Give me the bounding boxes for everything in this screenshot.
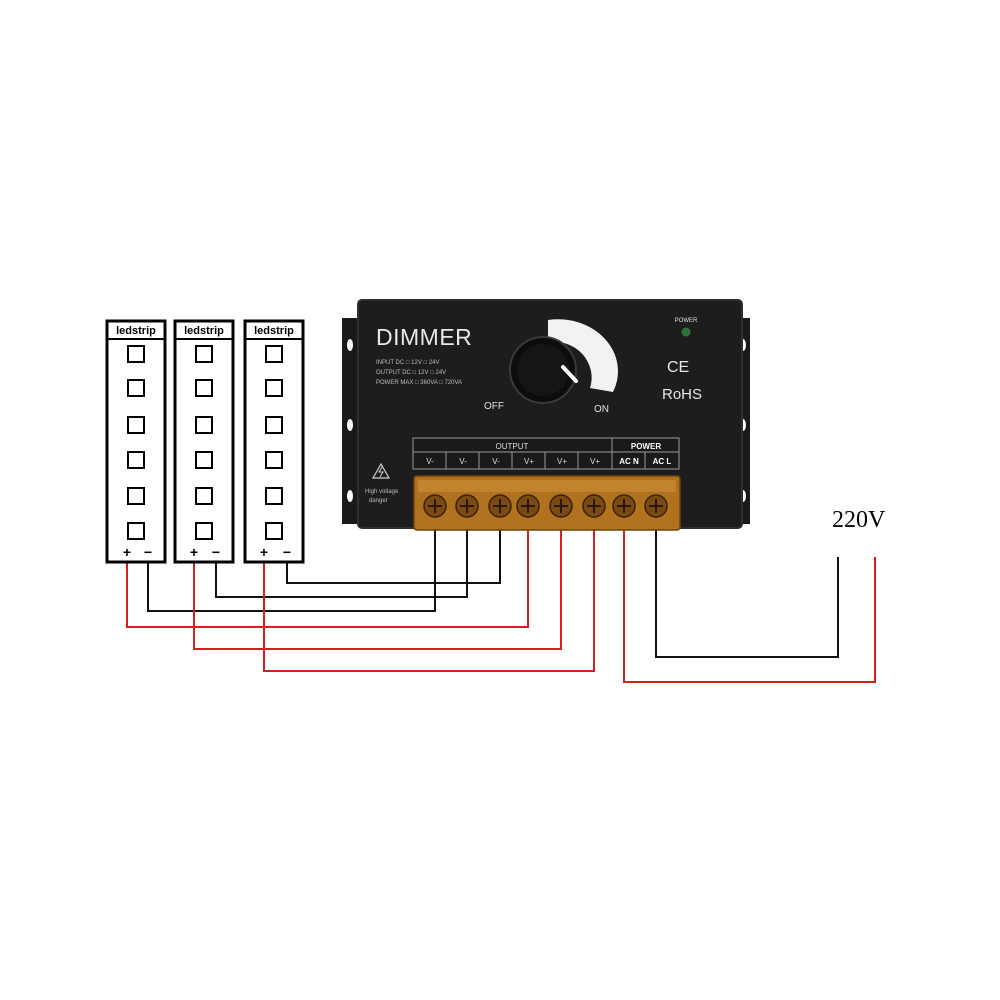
- minus-label: −: [212, 544, 220, 560]
- terminal-label-1: V-: [426, 457, 434, 466]
- output-header: OUTPUT: [496, 442, 529, 451]
- led-chips: [127, 345, 145, 540]
- knob-on-label: ON: [594, 404, 609, 415]
- ce-mark: CE: [667, 359, 689, 376]
- terminal-label-6: V+: [590, 457, 600, 466]
- warning-text-2: danger: [369, 498, 388, 504]
- dimmer-body: [358, 300, 742, 528]
- spec-power: POWER MAX □ 360VA □ 720VA: [376, 380, 462, 386]
- rohs-mark: RoHS: [662, 386, 702, 403]
- led-chips: [265, 345, 283, 540]
- negative-wire-strip-1: [147, 530, 436, 612]
- ac-neutral-wire: [655, 530, 839, 658]
- plus-label: +: [123, 544, 131, 560]
- terminal-label-8: AC L: [653, 457, 672, 466]
- power-led: [681, 327, 691, 337]
- led-chips: [195, 345, 213, 540]
- minus-label: −: [144, 544, 152, 560]
- positive-wire-strip-2: [193, 530, 562, 650]
- terminal-screws: [423, 494, 668, 518]
- led-strip-label: ledstrip: [254, 325, 294, 337]
- knob-pointer: [561, 365, 578, 383]
- plus-label: +: [190, 544, 198, 560]
- terminal-label-3: V-: [492, 457, 500, 466]
- minus-label: −: [283, 544, 291, 560]
- led-strip-label: ledstrip: [116, 325, 156, 337]
- spec-input: INPUT DC □ 12V □ 24V: [376, 360, 440, 366]
- positive-wire-strip-1: [126, 530, 529, 628]
- power-led-label: POWER: [675, 318, 698, 324]
- knob-off-label: OFF: [484, 401, 504, 412]
- led-strip-3: ledstrip + −: [243, 319, 305, 564]
- terminal-label-7: AC N: [619, 457, 639, 466]
- terminal-label-panel: [412, 437, 680, 470]
- dimmer-unit: DIMMER INPUT DC □ 12V □ 24V OUTPUT DC □ …: [342, 299, 750, 531]
- spec-output: OUTPUT DC □ 12V □ 24V: [376, 370, 446, 376]
- terminal-label-2: V-: [459, 457, 467, 466]
- brightness-arc: [548, 319, 618, 392]
- negative-wire-strip-2: [215, 530, 468, 598]
- warning-icon: [371, 462, 391, 479]
- led-strip-label: ledstrip: [184, 325, 224, 337]
- negative-wire-strip-3: [286, 530, 501, 584]
- plus-label: +: [260, 544, 268, 560]
- ac-line-wire: [623, 530, 876, 683]
- positive-wire-strip-3: [263, 530, 595, 672]
- warning-text-1: High voltage: [365, 489, 399, 495]
- terminal-label-5: V+: [557, 457, 567, 466]
- wires: [126, 530, 876, 683]
- supply-voltage-label: 220V: [832, 507, 886, 533]
- led-strip-2: ledstrip + −: [173, 319, 235, 564]
- terminal-label-4: V+: [524, 457, 534, 466]
- led-strip-1: ledstrip + −: [105, 319, 167, 564]
- power-header: POWER: [631, 442, 661, 451]
- dimmer-title: DIMMER: [376, 324, 472, 350]
